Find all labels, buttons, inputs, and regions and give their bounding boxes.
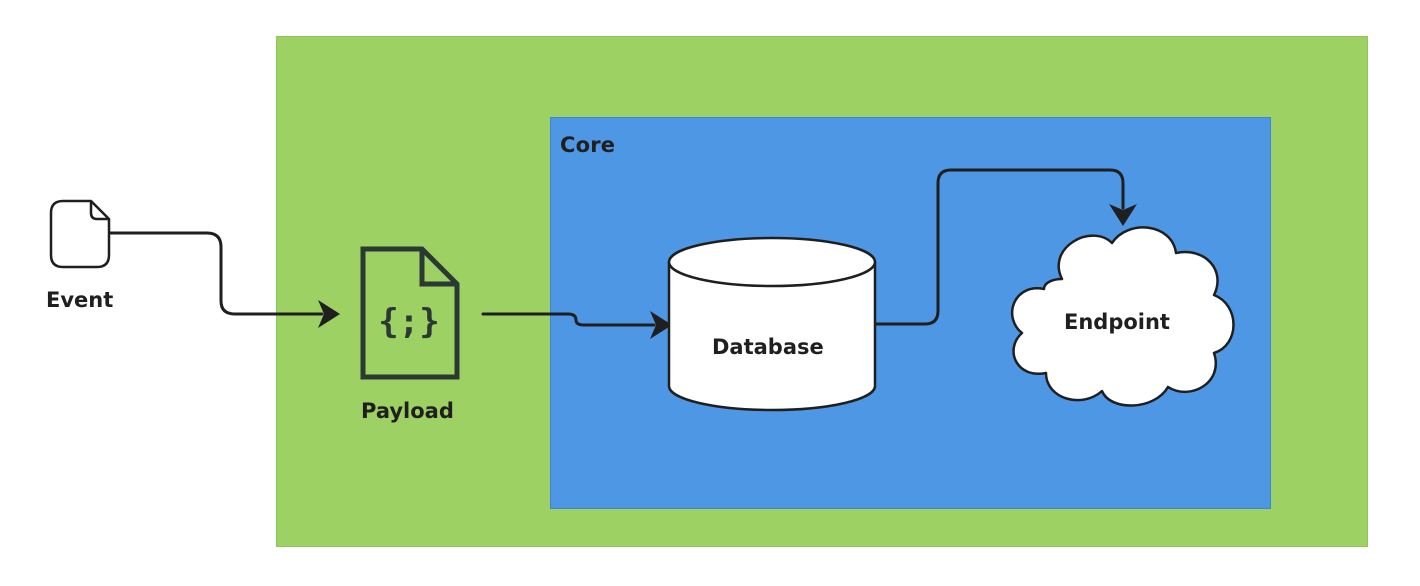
arrowhead-database	[650, 311, 672, 339]
edge-database-to-endpoint	[871, 168, 1137, 326]
cloud-icon	[1011, 226, 1235, 407]
edge-event-to-payload	[108, 231, 340, 328]
code-file-icon: {;}	[360, 246, 460, 380]
event-label: Event	[46, 288, 114, 312]
document-icon	[49, 199, 111, 269]
payload-glyph: {;}	[378, 302, 439, 342]
database-label: Database	[712, 335, 824, 359]
database-cylinder-icon	[667, 236, 877, 412]
arrowhead-endpoint	[1109, 204, 1137, 226]
edge-payload-to-database	[481, 311, 672, 339]
arrowhead-payload	[318, 300, 340, 328]
payload-label: Payload	[361, 399, 454, 423]
core-zone-label: Core	[560, 133, 616, 157]
endpoint-label: Endpoint	[1064, 310, 1170, 334]
